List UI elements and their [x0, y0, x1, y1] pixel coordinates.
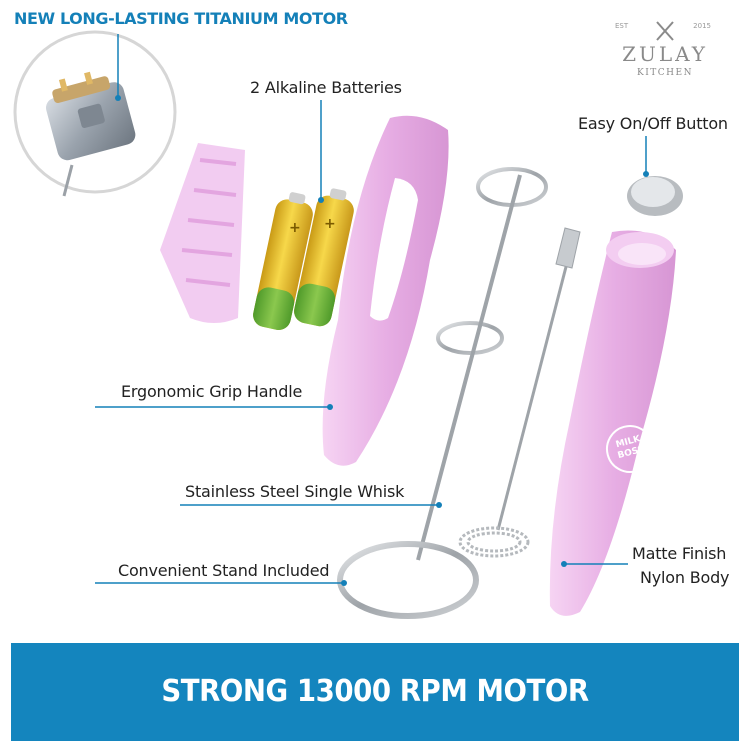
label-whisk: Stainless Steel Single Whisk: [185, 482, 405, 501]
label-grip: Ergonomic Grip Handle: [121, 382, 303, 401]
logo-brand: ZULAY: [622, 42, 708, 66]
button-cap: [627, 176, 683, 216]
label-finish-1: Matte Finish: [632, 544, 727, 563]
batteries-illustration: + +: [253, 188, 354, 330]
handle-shell: [322, 115, 449, 466]
stand-and-whisk: [337, 167, 581, 619]
feature-title: NEW LONG-LASTING TITANIUM MOTOR: [14, 9, 348, 28]
logo-year: 2015: [693, 22, 711, 30]
main-body: [549, 230, 676, 616]
logo-sub: KITCHEN: [637, 68, 693, 78]
svg-text:+: +: [289, 220, 301, 236]
crossed-utensils-icon: [656, 21, 674, 41]
leader-lines: [95, 34, 647, 584]
label-batteries: 2 Alkaline Batteries: [250, 78, 402, 97]
battery-cover: [160, 143, 245, 323]
zulay-kitchen-logo: EST 2015 ZULAY KITCHEN: [605, 12, 725, 92]
motor-inset: [13, 30, 177, 197]
svg-text:+: +: [324, 216, 336, 232]
logo-est: EST: [615, 22, 629, 30]
label-finish-2: Nylon Body: [640, 568, 730, 587]
bottom-banner: STRONG 13000 RPM MOTOR: [11, 643, 739, 741]
label-button: Easy On/Off Button: [578, 114, 728, 133]
banner-text: STRONG 13000 RPM MOTOR: [161, 674, 589, 709]
label-stand: Convenient Stand Included: [118, 561, 330, 580]
